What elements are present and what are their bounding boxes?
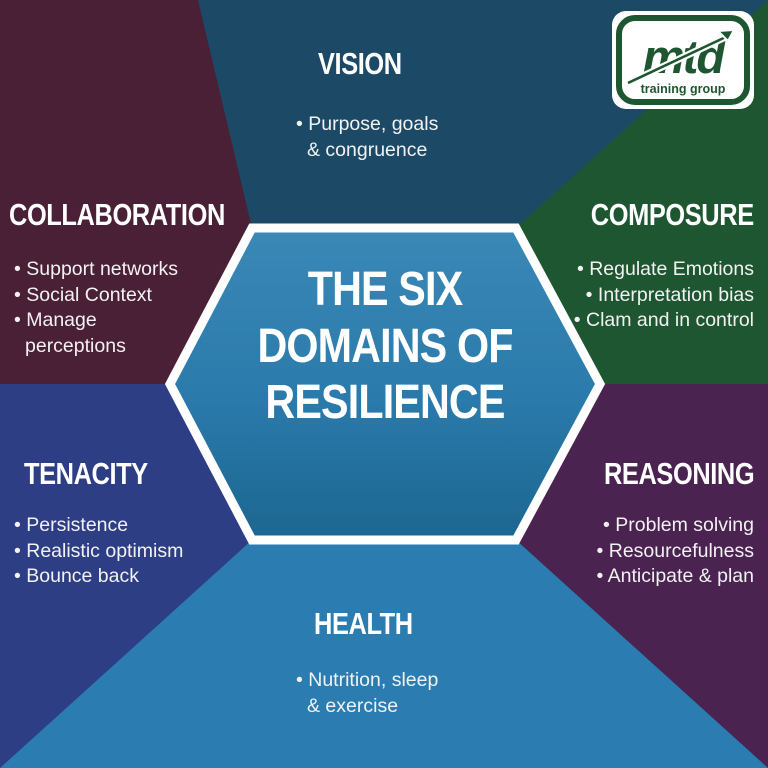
domain-label-vision: VISION — [318, 46, 402, 81]
bullet-item: • Social Context — [14, 283, 152, 306]
bullet-item: & exercise — [307, 694, 399, 717]
domain-label-collaboration: COLLABORATION — [9, 197, 225, 232]
center-title: THE SIX DOMAINS OF RESILIENCE — [190, 262, 580, 432]
domain-label-reasoning: REASONING — [603, 456, 755, 491]
bullet-item: • Clam and in control — [573, 309, 754, 332]
mtd-logo-mark: mtd training group — [616, 15, 750, 105]
bullet-item: & congruence — [307, 138, 428, 161]
center-title-line-3: RESILIENCE — [265, 376, 505, 430]
domain-bullets-tenacity: • Persistence • Realistic optimism • Bou… — [14, 513, 183, 590]
domain-bullets-collaboration: • Support networks • Social Context • Ma… — [14, 257, 178, 360]
domain-label-tenacity: TENACITY — [24, 456, 148, 491]
bullet-item: • Support networks — [14, 258, 178, 280]
domain-label-health: HEALTH — [314, 606, 413, 641]
bullet-item: • Resourcefulness — [596, 539, 755, 562]
domain-bullets-reasoning: • Problem solving • Resourcefulness • An… — [596, 513, 754, 590]
domain-bullets-vision: • Purpose, goals & congruence — [296, 112, 438, 163]
domain-bullets-composure: • Regulate Emotions • Interpretation bia… — [574, 257, 754, 334]
bullet-item: • Anticipate & plan — [596, 565, 754, 588]
mtd-logo[interactable]: mtd training group — [612, 11, 754, 109]
bullet-item: perceptions — [25, 335, 126, 358]
bullet-item: • Manage — [14, 309, 97, 332]
bullet-item: • Interpretation bias — [585, 283, 754, 306]
bullet-item: • Persistence — [14, 514, 129, 536]
bullet-item: • Purpose, goals — [296, 113, 439, 135]
segment-collaboration — [0, 0, 252, 384]
segment-reasoning — [516, 384, 768, 768]
bullet-item: • Realistic optimism — [14, 539, 184, 562]
bullet-item: • Regulate Emotions — [576, 258, 754, 280]
domain-bullets-health: • Nutrition, sleep & exercise — [296, 668, 438, 719]
arrow-icon — [626, 28, 736, 87]
segment-tenacity — [0, 384, 252, 768]
domain-label-composure: COMPOSURE — [591, 197, 754, 232]
bullet-item: • Nutrition, sleep — [296, 669, 439, 691]
center-title-line-2: DOMAINS OF — [257, 319, 513, 373]
bullet-item: • Problem solving — [603, 514, 754, 536]
svg-text:training group: training group — [641, 82, 726, 96]
bullet-item: • Bounce back — [14, 565, 139, 588]
center-hexagon — [164, 223, 606, 545]
center-title-line-1: THE SIX — [307, 263, 463, 316]
